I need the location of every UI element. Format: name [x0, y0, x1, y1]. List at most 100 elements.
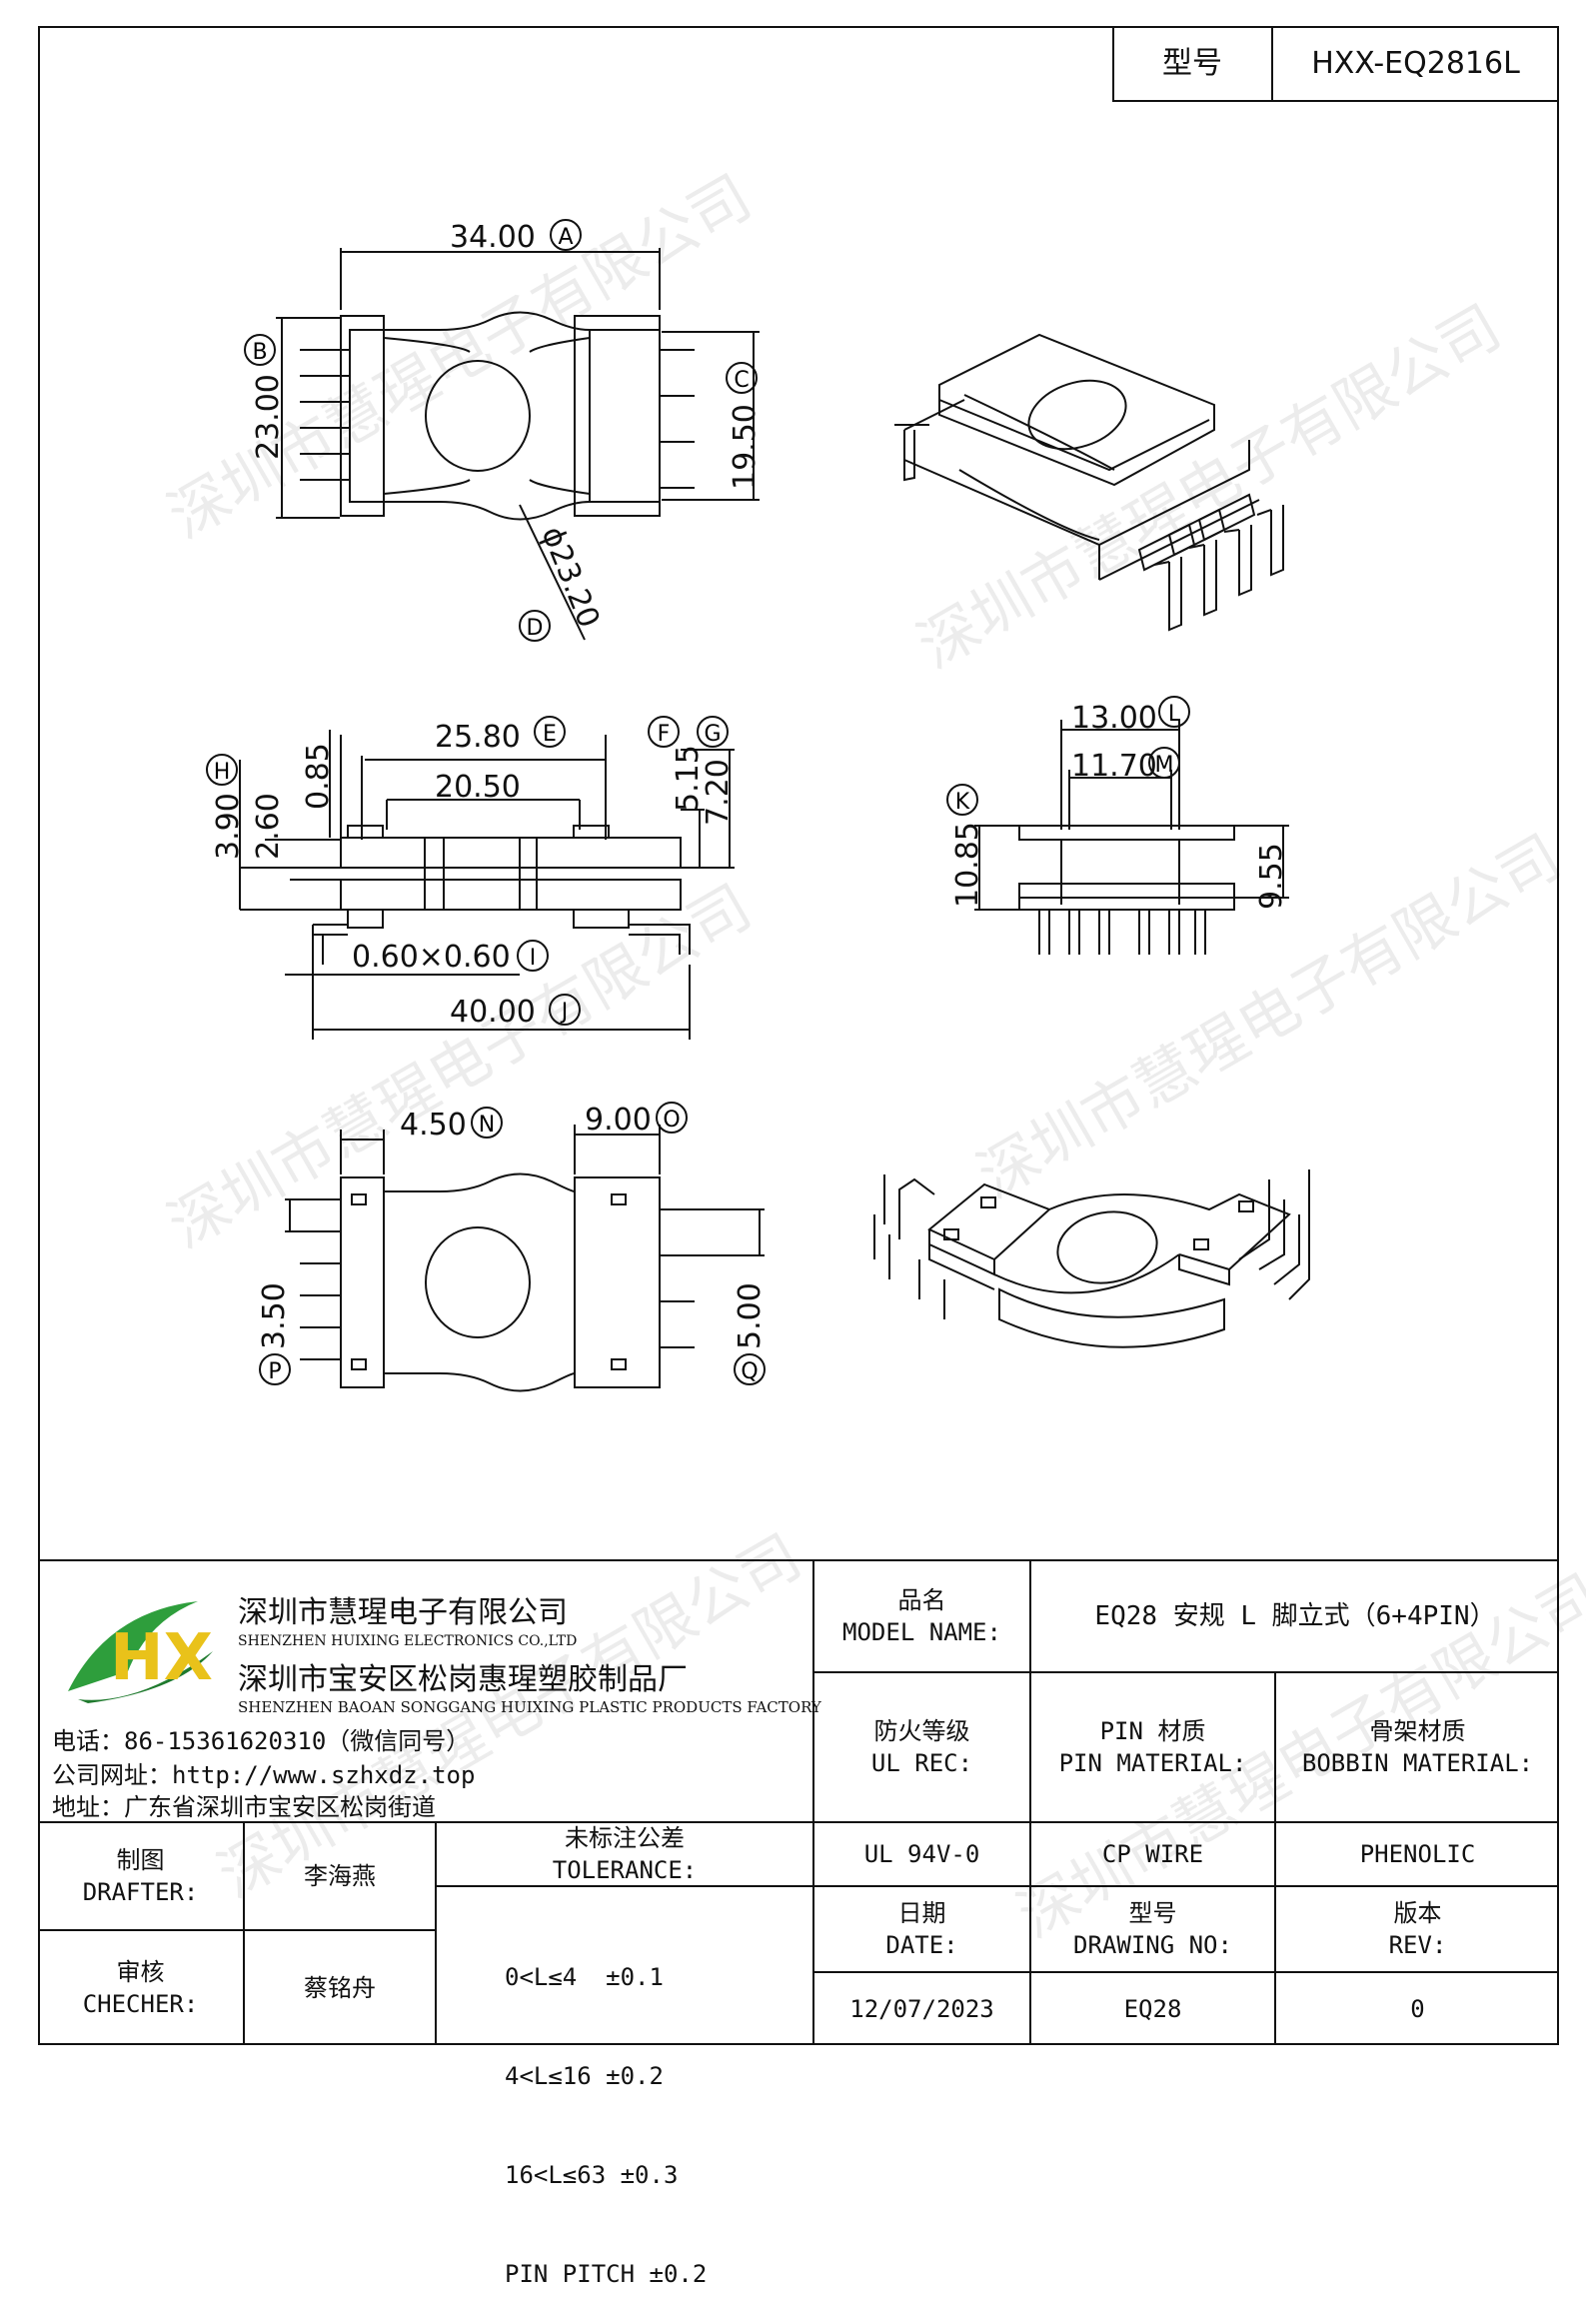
- rev-label: 版本 REV:: [1276, 1887, 1559, 1971]
- marker-f: F: [648, 716, 680, 748]
- marker-n-label: N: [479, 1113, 495, 1138]
- dim-label-c: 19.50: [728, 404, 763, 490]
- product-name-value: EQ28 安规 L 脚立式（6+4PIN）: [1094, 1601, 1496, 1631]
- drafter-label-cn: 制图: [116, 1846, 165, 1874]
- tolerance-label-cn: 未标注公差: [565, 1824, 685, 1852]
- dim-label-h: 3.90: [211, 793, 246, 860]
- product-name-label-cn: 品名: [897, 1586, 946, 1614]
- company-logo: HX: [68, 1601, 213, 1703]
- fire-rating-label-cn: 防火等级: [873, 1717, 970, 1745]
- marker-g: G: [697, 716, 729, 748]
- product-name-label: 品名 MODEL NAME:: [814, 1561, 1029, 1671]
- divider: [38, 1821, 1559, 1823]
- company-website: 公司网址：http://www.szhxdz.top: [52, 1761, 476, 1789]
- side-view: [974, 720, 1289, 955]
- marker-j: J: [549, 994, 581, 1026]
- drawing-no-label: 型号 DRAWING NO:: [1031, 1887, 1274, 1971]
- dim-label-f: 5.15: [671, 745, 706, 812]
- marker-a: A: [550, 219, 582, 251]
- pin-material-label-cn: PIN 材质: [1099, 1717, 1206, 1745]
- divider: [812, 1885, 1559, 1887]
- marker-n: N: [471, 1107, 503, 1139]
- technical-drawings: 34.00 23.00 19.50 ϕ23.20 25.80 20.50 5.1…: [206, 219, 1310, 1392]
- tolerance-row: 0<L≤4 ±0.1: [505, 1963, 664, 1991]
- product-name-label-en: MODEL NAME:: [842, 1618, 1001, 1646]
- drawing-frame: [38, 26, 1559, 2045]
- title-block: [38, 1559, 1559, 2045]
- dim-label-q: 5.00: [733, 1282, 768, 1349]
- pin-material-label: PIN 材质 PIN MATERIAL:: [1031, 1673, 1274, 1821]
- bobbin-material-value: PHENOLIC: [1359, 1840, 1476, 1868]
- dim-label-e: 25.80: [435, 720, 521, 755]
- divider: [1029, 1559, 1031, 2045]
- marker-o: O: [656, 1102, 688, 1134]
- dim-label-m: 11.70: [1071, 749, 1157, 784]
- pin-material-value: CP WIRE: [1101, 1840, 1204, 1868]
- tolerance-row: PIN PITCH ±0.2: [505, 2260, 708, 2288]
- marker-q-label: Q: [741, 1359, 758, 1384]
- marker-f-label: F: [658, 722, 671, 747]
- marker-b: B: [244, 334, 276, 366]
- drawing-no-label-cn: 型号: [1128, 1899, 1177, 1927]
- checker-name: 蔡铭舟: [304, 1974, 376, 2002]
- dim-label-g: 7.20: [701, 759, 736, 826]
- marker-m: M: [1148, 747, 1180, 779]
- date-label-en: DATE:: [885, 1931, 958, 1959]
- drafter-label: 制图 DRAFTER:: [38, 1823, 243, 1929]
- marker-k: K: [946, 784, 978, 816]
- model-box: [1112, 26, 1559, 102]
- marker-a-label: A: [558, 225, 573, 250]
- marker-h-label: H: [214, 760, 231, 785]
- marker-e-label: E: [543, 722, 557, 747]
- dim-label-l: 13.00: [1071, 701, 1157, 736]
- factory-name-cn: 深圳市宝安区松岗惠瑆塑胶制品厂: [238, 1662, 688, 1697]
- divider: [435, 1885, 812, 1887]
- bottom-view: [285, 1125, 765, 1392]
- marker-h: H: [206, 754, 238, 786]
- checker-label: 审核 CHECHER:: [38, 1931, 243, 2045]
- bobbin-material-label-en: BOBBIN MATERIAL:: [1301, 1749, 1534, 1777]
- marker-k-label: K: [955, 790, 970, 815]
- dim-label-p: 3.50: [257, 1282, 292, 1349]
- date-value: 12/07/2023: [849, 1995, 994, 2023]
- drawing-no-label-en: DRAWING NO:: [1073, 1931, 1232, 1959]
- company-address: 地址：广东省深圳市宝安区松岗街道: [52, 1793, 436, 1821]
- factory-name-en: SHENZHEN BAOAN SONGGANG HUIXING PLASTIC …: [238, 1698, 821, 1716]
- dim-label-i: 0.60×0.60: [352, 940, 511, 975]
- marker-i-label: I: [530, 946, 537, 971]
- dim-label-j: 40.00: [450, 995, 536, 1030]
- pin-material-label-en: PIN MATERIAL:: [1058, 1749, 1247, 1777]
- date-label-cn: 日期: [897, 1899, 946, 1927]
- dim-label-k: 10.85: [950, 822, 985, 908]
- divider: [435, 1821, 437, 2045]
- fire-rating-value: UL 94V-0: [863, 1840, 980, 1868]
- rev-value: 0: [1410, 1995, 1425, 2023]
- divider: [243, 1821, 245, 2045]
- model-label: 型号: [1162, 46, 1222, 81]
- divider: [1274, 1671, 1276, 2045]
- marker-p-label: P: [268, 1359, 281, 1384]
- marker-circles: A B C D E F G H I J K L M N O P Q: [206, 219, 1190, 1385]
- divider: [812, 1971, 1559, 1973]
- drafter-name: 李海燕: [304, 1862, 376, 1890]
- company-phone: 电话：86-15361620310（微信同号）: [52, 1727, 471, 1755]
- top-view: [276, 248, 760, 641]
- tolerance-list: 0<L≤4 ±0.1 4<L≤16 ±0.2 16<L≤63 ±0.3 PIN …: [505, 1895, 707, 2324]
- divider: [812, 1559, 814, 2045]
- company-name-cn: 深圳市慧瑆电子有限公司: [238, 1595, 568, 1630]
- tolerance-label-en: TOLERANCE:: [552, 1856, 698, 1884]
- rev-label-cn: 版本: [1393, 1899, 1442, 1927]
- bobbin-material-label: 骨架材质 BOBBIN MATERIAL:: [1276, 1673, 1559, 1821]
- checker-label-en: CHECHER:: [82, 1990, 199, 2018]
- date-label: 日期 DATE:: [814, 1887, 1029, 1971]
- rev-label-en: REV:: [1388, 1931, 1447, 1959]
- tolerance-label: 未标注公差 TOLERANCE:: [437, 1823, 812, 1885]
- dim-label-a: 34.00: [450, 220, 536, 255]
- divider: [38, 1929, 435, 1931]
- dim-label-inner-20: 20.50: [435, 770, 521, 805]
- model-box-divider: [1271, 26, 1273, 102]
- marker-e: E: [534, 716, 566, 748]
- marker-l: L: [1158, 696, 1190, 728]
- marker-g-label: G: [704, 722, 721, 747]
- front-view: [239, 730, 735, 1040]
